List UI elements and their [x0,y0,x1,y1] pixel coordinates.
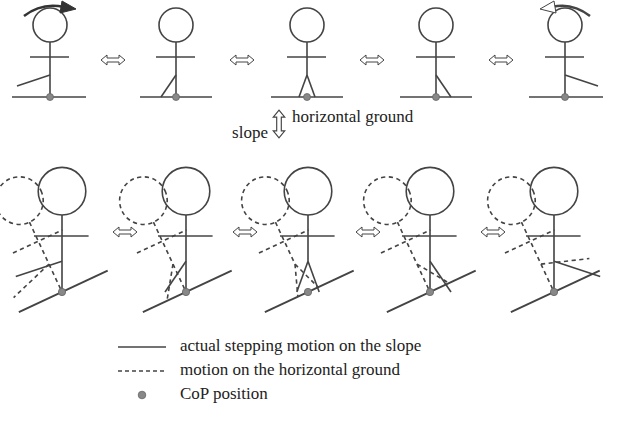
annotation-label: horizontal ground [292,108,413,127]
cop-dot [173,94,180,101]
cop-dot [426,288,433,295]
actual-motion [16,167,89,292]
stick-figure [400,8,472,101]
rotation-arrow [24,6,64,16]
cop-dot [433,94,440,101]
stick-figure [108,167,232,312]
double-arrows [101,55,513,237]
stick-figure [416,8,455,97]
cop-dot-sample [138,391,146,399]
double-arrow [233,227,257,237]
double-arrow [360,55,384,65]
stick-figure [140,8,212,101]
legend-text: CoP position [180,385,268,404]
slope-line [511,271,600,312]
double-arrow [356,227,380,237]
annotation-label: slope [232,124,268,143]
stick-figure [545,8,598,97]
double-arrow [101,55,125,65]
horizontal-motion [0,168,86,312]
double-arrow [113,227,137,237]
legend-samples [118,347,166,399]
rotation-arrow [540,1,556,13]
cop-dot [550,288,557,295]
cop-dot [562,94,569,101]
rotation-arrow [60,1,76,13]
stick-figure [271,8,343,101]
legend-text: motion on the horizontal ground [180,361,400,380]
actual-motion [280,167,335,292]
dashed-line-sample [118,370,166,372]
cop-dot [182,288,189,295]
horizontal-motion [476,160,596,304]
cop-dot [58,288,65,295]
slope-line [387,271,476,312]
actual-motion [402,167,457,292]
cop-dot [47,94,54,101]
stick-figure [529,8,603,101]
solid-line-sample [118,346,166,348]
double-arrow [481,227,505,237]
slope-row [0,160,600,313]
actual-motion [526,167,600,292]
stick-figure [230,167,354,312]
stick-figure [476,160,600,313]
stick-figure [287,8,326,97]
stick-figure [12,8,86,101]
slope-line [265,271,354,312]
legend-text: actual stepping motion on the slope [180,337,421,356]
double-arrow [273,110,285,138]
double-arrow [489,55,513,65]
actual-motion [158,167,213,292]
slope-line [143,271,232,312]
horizontal-row [12,1,603,101]
stick-figure [0,167,108,312]
rotation-arrow [552,6,590,16]
stick-figure [156,8,195,97]
slope-line [19,271,108,312]
cop-dot [304,94,311,101]
stick-figure [352,167,476,312]
stick-figure [17,8,69,97]
double-arrow [230,55,254,65]
cop-dot [304,288,311,295]
